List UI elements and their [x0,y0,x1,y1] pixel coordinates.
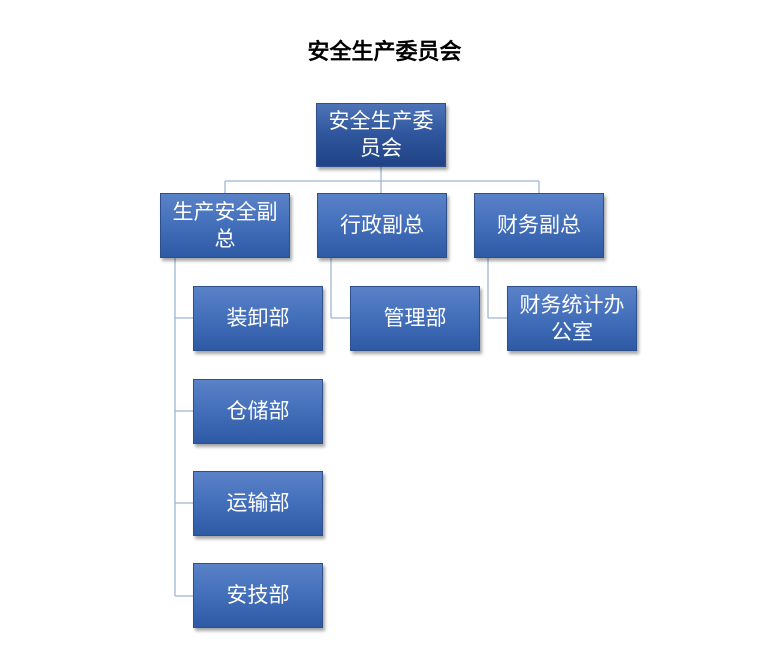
node-dept-finance-statistics[interactable]: 财务统计办公室 [507,286,637,351]
node-dept-transport[interactable]: 运输部 [193,471,323,536]
node-dept-safety-tech[interactable]: 安技部 [193,563,323,628]
node-vp-finance[interactable]: 财务副总 [474,193,604,258]
node-dept-storage[interactable]: 仓储部 [193,379,323,444]
diagram-title: 安全生产委员会 [307,39,462,65]
node-vp-production-safety[interactable]: 生产安全副总 [160,193,290,258]
node-dept-unloading[interactable]: 装卸部 [193,286,323,351]
node-dept-management[interactable]: 管理部 [350,286,480,351]
node-root[interactable]: 安全生产委员会 [316,103,446,167]
node-vp-administration[interactable]: 行政副总 [317,193,447,258]
